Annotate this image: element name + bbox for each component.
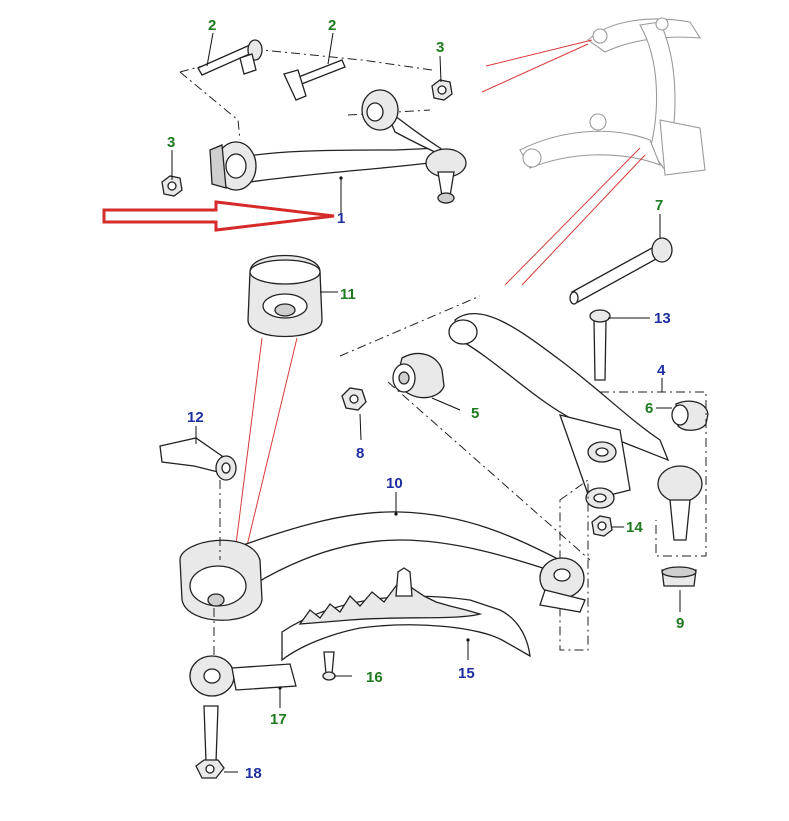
callout-8: 8 — [356, 445, 364, 462]
callout-16: 16 — [366, 669, 383, 686]
callout-10: 10 — [386, 475, 403, 492]
callout-15: 15 — [458, 665, 475, 682]
callout-3-left: 3 — [167, 134, 175, 151]
callout-9: 9 — [676, 615, 684, 632]
callout-11: 11 — [340, 286, 356, 303]
callouts: 1 2 2 3 3 4 5 6 7 8 9 10 11 12 13 14 15 … — [167, 17, 684, 782]
callout-13: 13 — [654, 310, 671, 327]
callout-1: 1 — [337, 210, 345, 227]
callout-2-left: 2 — [208, 17, 216, 34]
callout-2-right: 2 — [328, 17, 336, 34]
upper-arm-group — [161, 32, 467, 214]
highlight-arrow — [102, 200, 335, 232]
bush-part-11 — [247, 254, 338, 338]
front-lower-arm-group — [339, 214, 709, 651]
callout-4: 4 — [657, 362, 666, 379]
callout-18: 18 — [245, 765, 262, 782]
upper-nut-left — [161, 175, 183, 197]
upper-bolt-left — [197, 39, 263, 76]
rear-lower-arm-group — [159, 426, 586, 779]
callout-14: 14 — [626, 519, 643, 536]
callout-6: 6 — [645, 400, 653, 417]
upper-bolt-right — [283, 59, 346, 101]
callout-7: 7 — [655, 197, 663, 214]
callout-12: 12 — [187, 409, 204, 426]
upper-nut-right — [431, 79, 453, 101]
callout-3-right: 3 — [436, 39, 444, 56]
heat-shield-group — [281, 567, 531, 681]
callout-5: 5 — [471, 405, 479, 422]
callout-17: 17 — [270, 711, 287, 728]
reference-assembly-view — [519, 17, 706, 176]
